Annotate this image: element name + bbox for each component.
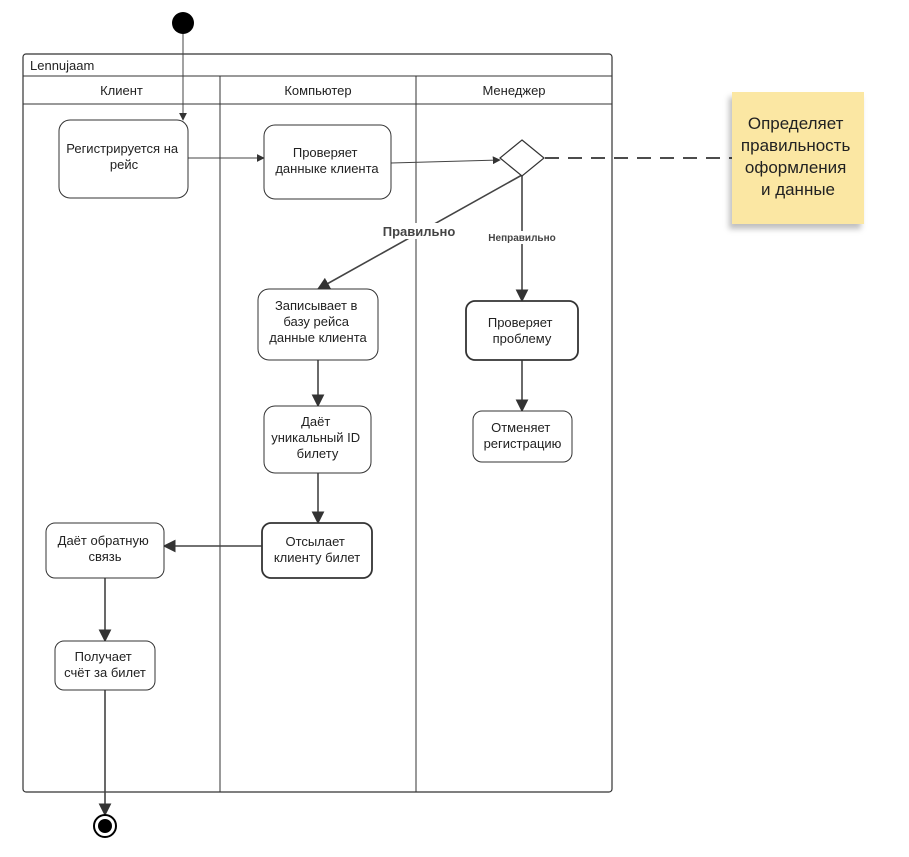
node-cancel: Отменяет регистрацию — [472, 410, 573, 463]
node-send-ticket-line-2: клиенту билет — [274, 550, 360, 565]
node-write-db: Записывает в базу рейса данные клиента — [257, 288, 379, 361]
lane-title-manager: Менеджер — [482, 83, 545, 98]
node-feedback-line-2: связь — [88, 549, 121, 564]
node-check-data-line-1: Проверяет — [293, 145, 358, 160]
node-check-data: Проверяет данныке клиента — [263, 124, 392, 200]
edge-label-incorrect-bg — [484, 231, 560, 244]
node-give-id-line-2: уникальный ID — [271, 430, 360, 445]
node-give-id-line-3: билету — [297, 446, 339, 461]
end-node — [93, 814, 117, 838]
lane-title-computer: Компьютер — [284, 83, 351, 98]
node-cancel-line-2: регистрацию — [484, 436, 562, 451]
svg-text:Отменяет регистрацию: Отменяет регистрацию — [484, 420, 562, 451]
svg-text:Проверяет данныке клиент: Проверяет данныке клиента — [275, 145, 379, 176]
node-feedback: Даёт обратную связь — [45, 522, 165, 579]
svg-text:Проверяет проблему: Проверяет проблему — [488, 315, 556, 346]
lane-title-client: Клиент — [100, 83, 143, 98]
sticky-note-background — [732, 92, 864, 224]
sticky-note-line-1: Определяет — [748, 114, 844, 133]
node-send-ticket-line-1: Отсылает — [286, 534, 345, 549]
svg-text:Отсылает клиенту билет: Отсылает клиенту билет — [274, 534, 360, 565]
edge-label-incorrect: Неправильно — [488, 233, 555, 244]
node-check-problem-line-1: Проверяет — [488, 315, 553, 330]
node-feedback-line-1: Даёт обратную — [58, 533, 149, 548]
node-send-ticket: Отсылает клиенту билет — [261, 522, 373, 579]
node-register-line-2: рейс — [110, 157, 139, 172]
svg-text:Получает счёт за билет: Получает счёт за билет — [64, 649, 146, 680]
svg-text:Даёт обратную связь: Даёт обратную связь — [58, 533, 153, 564]
node-write-db-line-1: Записывает в — [275, 298, 358, 313]
edge-label-correct: Правильно — [383, 224, 456, 239]
decision-node — [499, 139, 545, 177]
svg-text:Записывает в базу рейса: Записывает в базу рейса данные клиента — [269, 298, 367, 345]
node-receive-bill-line-2: счёт за билет — [64, 665, 146, 680]
svg-text:Определяет правильность: Определяет правильность оформления и дан… — [741, 114, 855, 199]
node-give-id-line-1: Даёт — [301, 414, 330, 429]
edge-label-correct-bg — [380, 223, 458, 239]
node-give-id: Даёт уникальный ID билету — [263, 405, 372, 474]
node-cancel-line-1: Отменяет — [491, 420, 550, 435]
node-register-line-1: Регистрируется на — [66, 141, 179, 156]
node-check-problem-line-2: проблему — [493, 331, 552, 346]
edge-check-to-decision — [390, 156, 501, 165]
svg-text:Даёт уникальный ID: Даёт уникальный ID билету — [271, 414, 364, 461]
pool-title: Lennujaam — [30, 58, 94, 73]
start-node — [172, 12, 194, 34]
node-write-db-line-3: данные клиента — [269, 330, 367, 345]
svg-text:Регистрируется на рейс: Регистрируется на рейс — [66, 141, 182, 172]
sticky-note: Определяет правильность оформления и дан… — [732, 92, 864, 224]
sticky-note-line-3: оформления — [745, 158, 847, 177]
sticky-note-line-2: правильность — [741, 136, 851, 155]
node-check-data-line-2: данныке клиента — [275, 161, 379, 176]
node-check-problem: Проверяет проблему — [465, 300, 579, 361]
node-receive-bill-line-1: Получает — [75, 649, 132, 664]
node-receive-bill: Получает счёт за билет — [54, 640, 156, 691]
node-register: Регистрируется на рейс — [58, 119, 189, 199]
node-write-db-line-2: базу рейса — [283, 314, 349, 329]
sticky-note-line-4: и данные — [761, 180, 835, 199]
